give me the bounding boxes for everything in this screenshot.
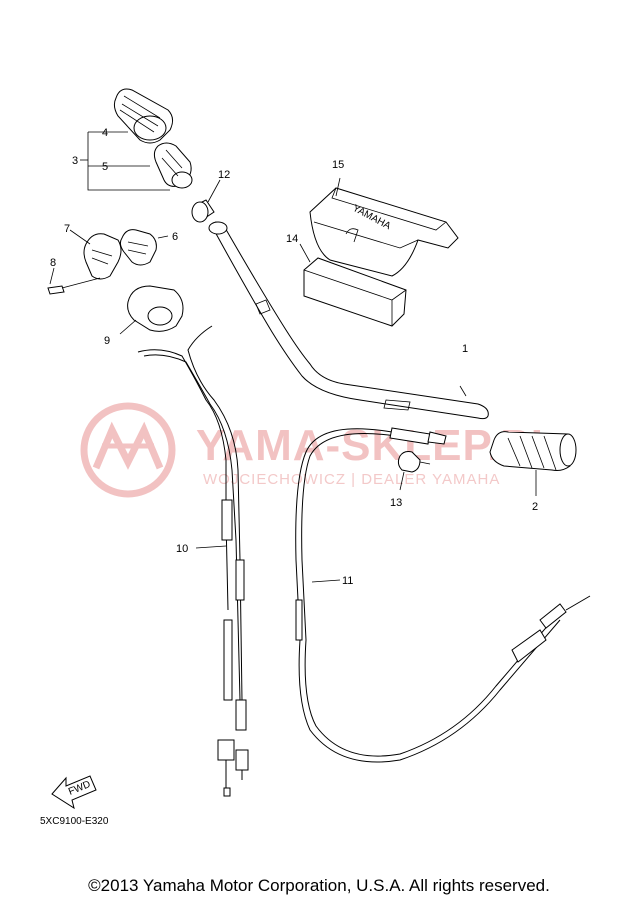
callout-labels: 1 2 3 4 5 6 7 8 9 10 11 12 13 14 15 [50,127,538,587]
part-handlebar-pad: YAMAHA [309,177,459,277]
callout-3: 3 [72,155,78,167]
diagram-code: 5XC9100-E320 [40,816,109,827]
callout-bracket-3 [80,131,170,191]
callout-10: 10 [176,543,188,555]
callout-4: 4 [102,127,108,139]
callout-15: 15 [332,159,344,171]
watermark: YAMA-SKLEP.PL WOJCIECHOWICZ | DEALER YAM… [80,402,558,498]
callout-12: 12 [218,169,230,181]
part-screw [47,267,101,295]
part-switch-housing-upper [119,229,169,266]
part-right-grip [489,431,577,496]
part-handlebar [208,221,489,420]
callout-5: 5 [102,161,108,173]
callout-1: 1 [462,343,468,355]
watermark-subtitle: WOJCIECHOWICZ | DEALER YAMAHA [203,471,500,488]
callout-13: 13 [390,497,402,509]
fwd-arrow-icon: FWD [51,775,97,810]
copyright-notice: ©2013 Yamaha Motor Corporation, U.S.A. A… [88,876,550,895]
watermark-logo-icon [80,402,176,498]
callout-8: 8 [50,257,56,269]
callout-6: 6 [172,231,178,243]
part-throttle-cables [137,325,249,797]
callout-14: 14 [286,233,298,245]
callout-2: 2 [532,501,538,513]
part-left-grip [113,88,193,189]
part-adjuster [397,451,431,491]
callout-9: 9 [104,335,110,347]
part-clutch-cable [295,427,591,763]
part-cross-pad [299,243,407,327]
part-throttle-housing [119,285,184,335]
callout-11: 11 [342,575,353,587]
part-switch-housing-lower [69,229,122,280]
part-collar [191,179,221,223]
callout-7: 7 [64,223,70,235]
